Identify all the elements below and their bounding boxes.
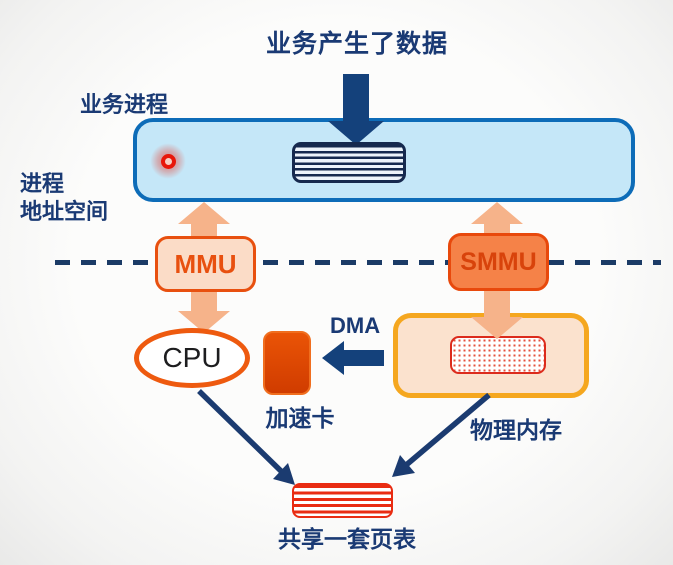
- cpu-label: CPU: [162, 342, 222, 373]
- physmem-to-pagetable-line: [403, 392, 491, 469]
- shared-page-table-icon: [292, 483, 393, 518]
- shared-page-table-label: 共享一套页表: [278, 526, 416, 552]
- mmu-label: MMU: [174, 248, 237, 279]
- physical-memory-label: 物理内存: [470, 417, 562, 443]
- process-address-space-label: 进程 地址空间: [20, 170, 108, 226]
- dma-label: DMA: [330, 313, 381, 338]
- business-data-block-icon: [292, 142, 406, 183]
- process-address-space-box: [133, 118, 635, 202]
- dma-arrow-icon: [322, 341, 384, 375]
- dashed-separator-line: [55, 260, 661, 265]
- cpu-node: CPU: [134, 328, 250, 388]
- memory-data-block-icon: [450, 336, 546, 374]
- data-down-arrow-icon: [328, 74, 384, 145]
- physmem-to-pagetable-arrowhead-icon: [392, 455, 415, 477]
- diagram-title: 业务产生了数据: [265, 30, 448, 58]
- mmu-node: MMU: [155, 236, 256, 292]
- process-address-space-line1: 进程: [20, 171, 65, 196]
- process-address-space-line2: 地址空间: [20, 199, 109, 224]
- cpu-to-pagetable-arrowhead-icon: [273, 463, 295, 485]
- red-dot-icon: [161, 154, 176, 169]
- accelerator-card-label: 加速卡: [265, 405, 335, 431]
- smmu-node: SMMU: [448, 233, 549, 291]
- cpu-to-pagetable-line: [197, 389, 285, 475]
- business-process-label: 业务进程: [80, 92, 169, 117]
- accelerator-card-icon: [263, 331, 311, 395]
- smmu-label: SMMU: [460, 247, 537, 276]
